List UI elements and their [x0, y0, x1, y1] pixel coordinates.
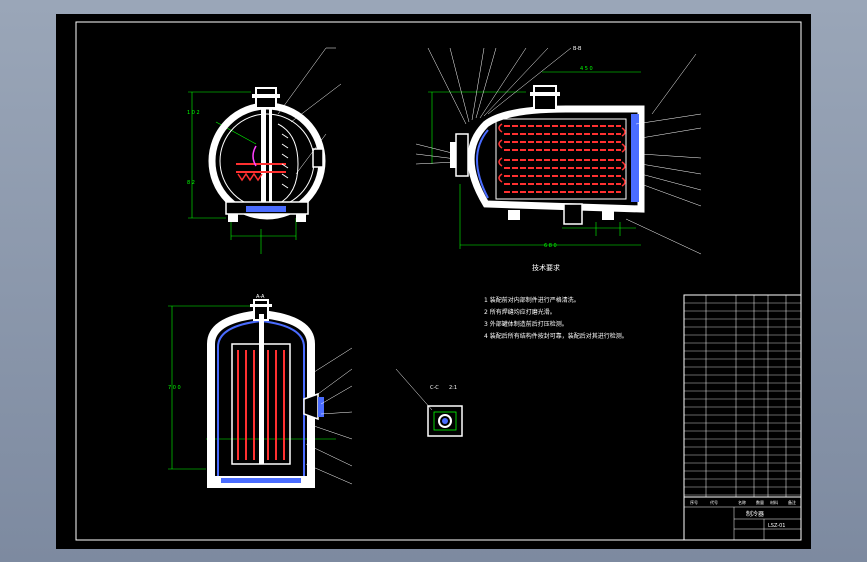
title-block: 序号 代号 名称 数量 材料 备注 制冷器 LSZ-01	[684, 496, 801, 540]
front-section-view: 7 0 0	[168, 294, 353, 488]
view-scale-c: 2:1	[449, 385, 457, 391]
svg-text:1 0 2: 1 0 2	[187, 110, 200, 116]
tech-req-item: 2 所有焊缝均应打磨光滑。	[484, 308, 556, 316]
svg-text:8 2: 8 2	[187, 180, 195, 186]
drawing-part-no: LSZ-01	[768, 523, 785, 529]
tech-req-item: 3 外部罐体制造前后打压检测。	[484, 320, 568, 328]
drawing-sheet: 1 0 2 8 2	[56, 14, 811, 549]
view-label-a: A-A	[256, 294, 265, 300]
drawing-name: 制冷器	[746, 510, 764, 518]
tech-req-item: 4 装配后所有结构件按封可靠，装配后对其进行检测。	[484, 332, 628, 340]
main-section-view: 4 5 0 6 8 0	[415, 46, 702, 255]
side-view-a: 1 0 2 8 2	[187, 47, 342, 254]
title-col-header: 数量	[756, 499, 764, 505]
parts-list	[683, 294, 802, 541]
svg-text:B-B: B-B	[573, 46, 582, 52]
svg-text:4 5 0: 4 5 0	[580, 66, 593, 72]
svg-text:7 0 0: 7 0 0	[168, 385, 181, 391]
title-col-header: 备注	[788, 499, 796, 505]
technical-requirements: 技术要求 1 装配前对内部制件进行严格清洗。 2 所有焊缝均应打磨光滑。 3 外…	[484, 263, 628, 340]
tech-req-item: 1 装配前对内部制件进行严格清洗。	[484, 296, 580, 304]
drawing-border	[75, 21, 802, 541]
title-col-header: 代号	[710, 499, 718, 505]
detail-view-c: C-C 2:1	[395, 368, 463, 437]
title-col-header: 材料	[770, 499, 778, 505]
view-label-c: C-C	[430, 385, 439, 391]
title-col-header: 名称	[738, 499, 746, 505]
tech-req-title: 技术要求	[532, 263, 560, 272]
title-col-header: 序号	[690, 499, 698, 505]
svg-text:6 8 0: 6 8 0	[544, 243, 557, 249]
